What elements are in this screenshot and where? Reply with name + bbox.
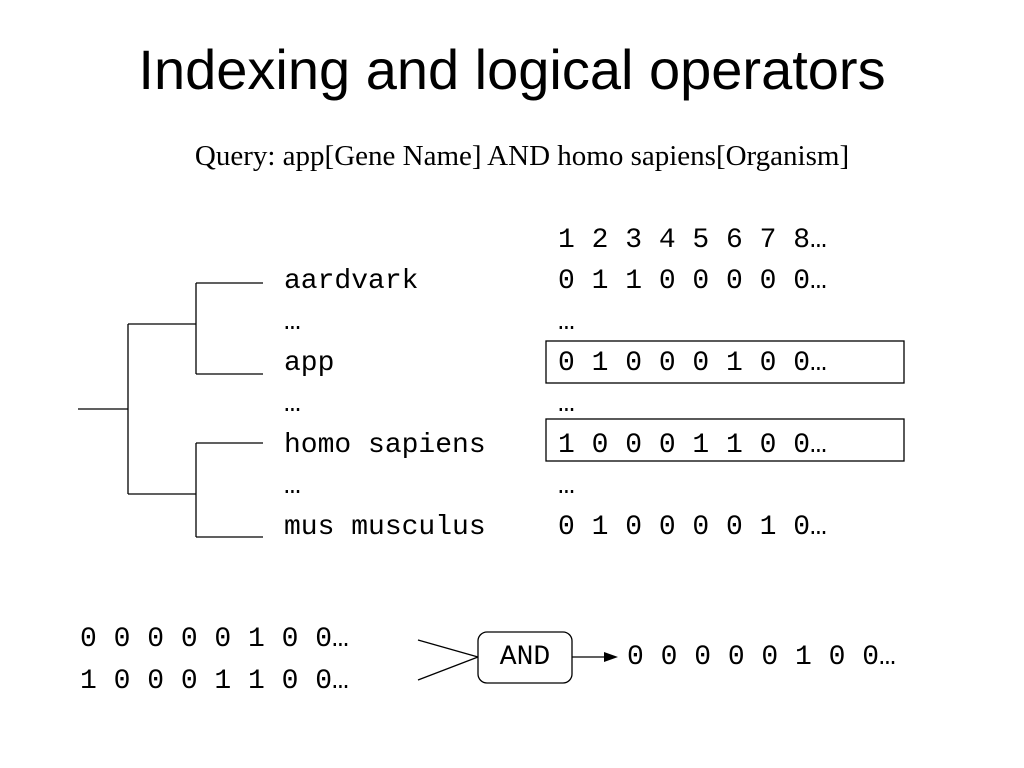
index-header: 1 2 3 4 5 6 7 8… [558,225,827,256]
and-input-b: 1 0 0 0 1 1 0 0… [80,666,349,697]
and-input-a: 0 0 0 0 0 1 0 0… [80,624,349,655]
term-app: app [284,348,335,379]
term-ellipsis-3: … [284,471,301,502]
bits-aardvark: 0 1 1 0 0 0 0 0… [558,266,827,297]
arrow-head-icon [604,652,618,662]
and-operator-label: AND [499,642,551,673]
bits-mus-musculus: 0 1 0 0 0 0 1 0… [558,512,827,543]
and-operator-box [477,631,573,684]
connector-input-b [417,656,479,681]
bits-homo-sapiens: 1 0 0 0 1 1 0 0… [558,430,827,461]
query-text: Query: app[Gene Name] AND homo sapiens[O… [194,140,850,172]
highlight-box-homo-sapiens [545,418,905,462]
term-tree [78,282,263,538]
term-ellipsis-2: … [284,389,301,420]
connector-input-a [417,639,479,658]
bits-app: 0 1 0 0 0 1 0 0… [558,348,827,379]
term-mus-musculus: mus musculus [284,512,486,543]
bits-ellipsis-1: … [558,307,575,338]
term-ellipsis-1: … [284,307,301,338]
slide-title: Indexing and logical operators [138,38,886,101]
term-aardvark: aardvark [284,266,419,297]
highlight-box-app [545,340,905,384]
term-homo-sapiens: homo sapiens [284,430,486,461]
bits-ellipsis-3: … [558,471,575,502]
and-result: 0 0 0 0 0 1 0 0… [627,642,896,673]
and-connectors [417,639,606,681]
bits-ellipsis-2: … [558,389,575,420]
